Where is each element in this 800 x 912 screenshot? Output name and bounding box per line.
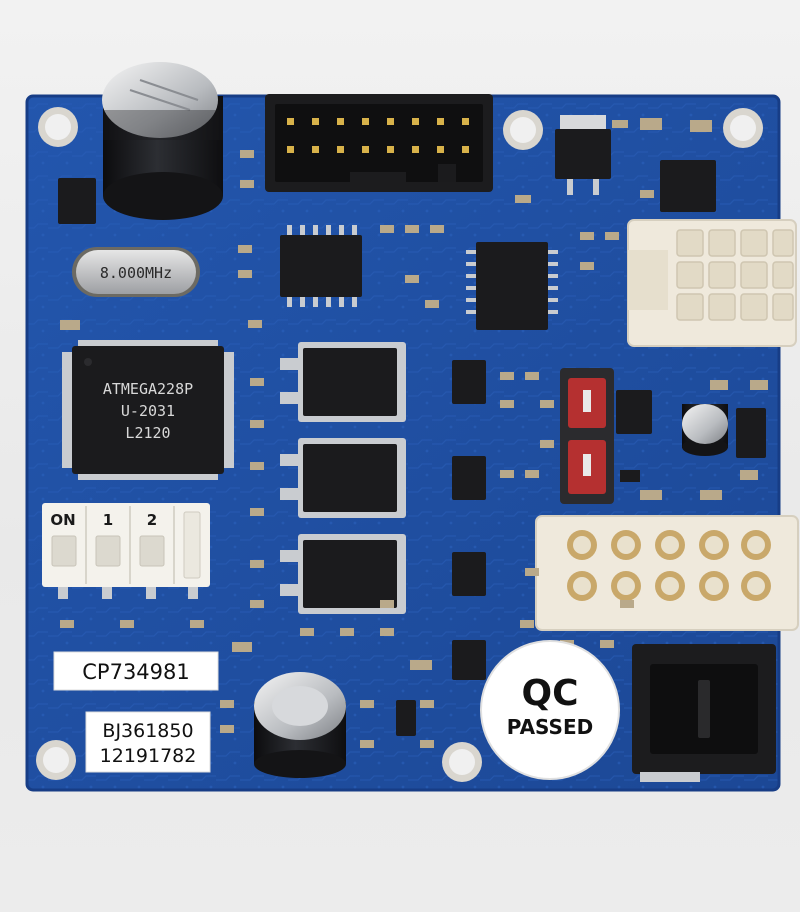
qc-passed-sticker: QC PASSED — [480, 640, 620, 780]
mounting-holes — [36, 107, 763, 782]
ic-small — [452, 456, 486, 500]
electrolytic-capacitor-large — [102, 62, 223, 220]
crystal-oscillator: 8.000MHz — [72, 247, 200, 297]
dip-switch: ON 1 2 — [42, 503, 210, 599]
dip-switch-on-label: ON — [50, 511, 75, 529]
ic-small — [452, 640, 486, 680]
mounting-hole — [503, 110, 543, 150]
electrolytic-capacitor-small — [682, 404, 728, 456]
serial-sticker-b: BJ361850 12191782 — [85, 711, 211, 773]
ic-driver — [466, 242, 558, 330]
mcu-marking-line1: ATMEGA228P — [103, 380, 193, 398]
mosfet-1 — [280, 342, 406, 422]
electrolytic-capacitor-bottom — [254, 672, 346, 778]
mosfet-2 — [280, 438, 406, 518]
ic-small-top-left — [58, 178, 96, 224]
voltage-regulator — [555, 115, 611, 195]
dip-switch-label-2: 2 — [147, 511, 157, 529]
ic-small — [452, 552, 486, 596]
serial-number-b-line2: 12191782 — [100, 745, 197, 767]
ic-small — [616, 390, 652, 434]
ic-small — [736, 408, 766, 458]
microcontroller-chip: ATMEGA228P U-2031 L2120 — [62, 340, 234, 480]
qc-sticker-title: QC — [521, 673, 578, 714]
crystal-frequency-label: 8.000MHz — [100, 264, 172, 282]
dip-switch-label-1: 1 — [103, 511, 113, 529]
dc-power-jack — [632, 644, 776, 782]
smd-components — [60, 118, 768, 748]
mcu-marking-line2: U-2031 — [121, 402, 175, 420]
mcu-marking-line3: L2120 — [125, 424, 170, 442]
qc-sticker-status: PASSED — [507, 715, 593, 739]
ic-small — [452, 360, 486, 404]
ic-top-right — [660, 160, 716, 212]
pin-header-connector — [265, 94, 493, 192]
serial-number-a: CP734981 — [82, 660, 190, 684]
ic-middle-top — [280, 225, 362, 307]
mounting-hole — [38, 107, 78, 147]
mosfet-3 — [280, 534, 406, 614]
serial-number-b-line1: BJ361850 — [102, 720, 193, 742]
jumper-block — [560, 368, 614, 504]
mounting-hole — [36, 740, 76, 780]
connector-12pin — [627, 219, 797, 347]
mounting-hole — [723, 108, 763, 148]
connector-10pin — [535, 515, 799, 631]
serial-sticker-a: CP734981 — [53, 651, 219, 691]
mounting-hole — [442, 742, 482, 782]
